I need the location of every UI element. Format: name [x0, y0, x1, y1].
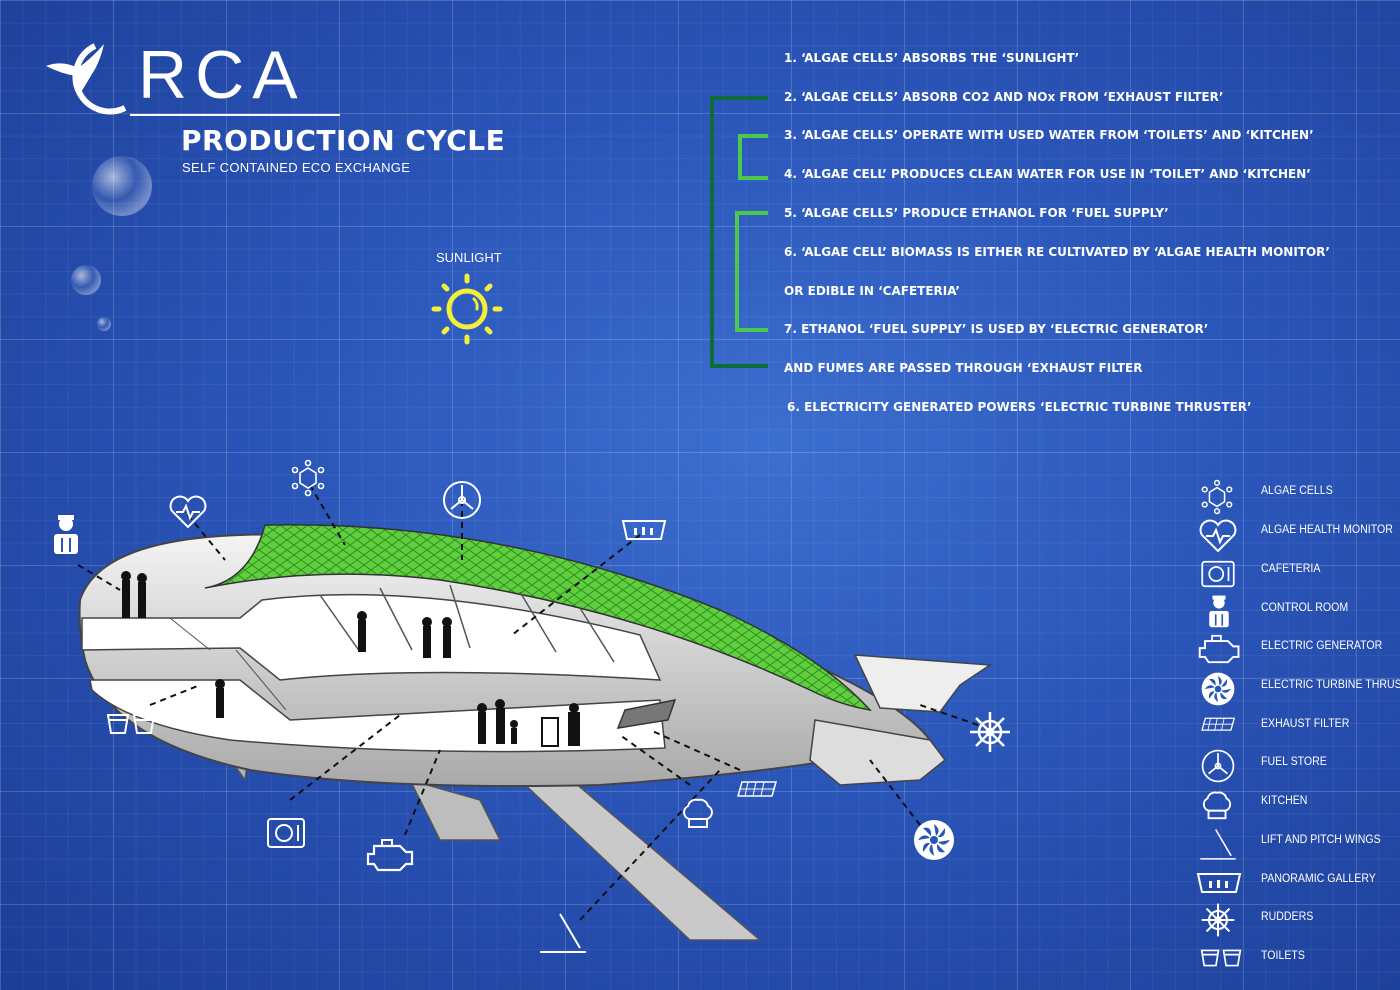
callout-lines: [77, 484, 979, 921]
turbine-icon: [1201, 672, 1235, 706]
bubble-large: [92, 156, 152, 216]
gallery-callout-icon: [621, 520, 667, 540]
legend-label-algae-health-monitor: ALGAE HEALTH MONITOR: [1261, 524, 1393, 536]
bracket-step-3-4: [738, 134, 768, 180]
window-frames: [319, 584, 615, 663]
bracket-outer: [710, 96, 768, 368]
step-6: 6. ‘ALGAE CELL’ BIOMASS IS EITHER RE CUL…: [784, 245, 1330, 259]
wing-callout-icon: [540, 913, 586, 953]
page-subtitle: SELF CONTAINED ECO EXCHANGE: [182, 160, 411, 175]
legend-label-toilets: TOILETS: [1261, 950, 1305, 962]
legend: ALGAE CELLS ALGAE HEALTH MONITOR CAFETER…: [1196, 478, 1400, 978]
logo-wordmark: RCA: [138, 37, 306, 113]
bubbles: [71, 156, 152, 331]
cafeteria-callout-icon: [267, 818, 305, 848]
interior-upper: [81, 593, 662, 681]
step-8: 6. ELECTRICITY GENERATED POWERS ‘ELECTRI…: [787, 400, 1252, 414]
cafeteria-icon: [1201, 560, 1235, 588]
orca-fish-icon: [46, 43, 127, 115]
heart-monitor-callout-icon: [169, 495, 207, 529]
rear-rudder: [853, 654, 993, 713]
generator-callout-icon: [366, 839, 414, 872]
lower-wing-front: [408, 778, 502, 841]
toilets-callout-icon: [106, 714, 156, 734]
legend-label-fuel-store: FUEL STORE: [1261, 756, 1327, 768]
orca-logo: RCA: [40, 37, 340, 120]
cycle-brackets: [710, 96, 768, 368]
step-1: 1. ‘ALGAE CELLS’ ABSORBS THE ‘SUNLIGHT’: [784, 51, 1080, 65]
algae-cells-icon: [1201, 479, 1233, 515]
exhaust-vent: [616, 699, 677, 729]
toilets-icon: [1200, 949, 1242, 967]
legend-label-kitchen: KITCHEN: [1261, 795, 1308, 807]
page-title: PRODUCTION CYCLE: [181, 124, 506, 157]
sun-icon: [431, 273, 503, 345]
algae-cells-callout-icon: [291, 459, 325, 497]
wing-icon: [1200, 829, 1236, 860]
rudder-icon: [1201, 903, 1235, 937]
legend-label-electric-generator: ELECTRIC GENERATOR: [1261, 640, 1383, 652]
legend-label-panoramic-gallery: PANORAMIC GALLERY: [1261, 873, 1376, 885]
kitchen-icon: [1202, 791, 1232, 820]
legend-label-control-room: CONTROL ROOM: [1261, 602, 1349, 614]
bubble-small: [97, 317, 111, 331]
gallery-icon: [1196, 873, 1242, 893]
exhaust-filter-icon: [1201, 717, 1236, 731]
legend-label-cafeteria: CAFETERIA: [1261, 563, 1321, 575]
legend-label-algae-cells: ALGAE CELLS: [1261, 485, 1333, 497]
airship-illustration: [77, 484, 993, 941]
step-3: 3. ‘ALGAE CELLS’ OPERATE WITH USED WATER…: [784, 128, 1314, 142]
step-5: 5. ‘ALGAE CELLS’ PRODUCE ETHANOL FOR ‘FU…: [784, 206, 1169, 220]
step-2: 2. ‘ALGAE CELLS’ ABSORB CO2 AND NOx FROM…: [784, 90, 1224, 104]
control-room-callout-icon: [54, 515, 78, 554]
turbine-callout-icon: [914, 820, 954, 860]
stairs: [169, 617, 287, 711]
legend-label-electric-turbine-thruster: ELECTRIC TURBINE THRUSTER: [1261, 679, 1400, 691]
step-7-continued: AND FUMES ARE PASSED THROUGH ‘EXHAUST FI…: [784, 361, 1143, 375]
exhaust-filter-callout-icon: [737, 781, 777, 797]
generator-icon: [1198, 634, 1240, 664]
bubble-medium: [71, 265, 101, 295]
kitchen-callout-icon: [683, 798, 713, 828]
passenger-silhouettes: [121, 571, 580, 747]
legend-label-exhaust-filter: EXHAUST FILTER: [1261, 718, 1350, 730]
sunlight-label: SUNLIGHT: [436, 250, 502, 265]
logo-underline: [130, 114, 340, 116]
fuel-store-callout-icon: [443, 481, 481, 519]
interior-lower: [89, 679, 666, 753]
fuel-store-icon: [1201, 749, 1235, 783]
algae-roof: [204, 523, 873, 712]
heart-monitor-icon: [1199, 519, 1237, 553]
bracket-step-5-7: [735, 211, 768, 332]
legend-label-rudders: RUDDERS: [1261, 911, 1314, 923]
rudder-callout-icon: [970, 712, 1010, 752]
legend-label-lift-and-pitch-wings: LIFT AND PITCH WINGS: [1261, 834, 1381, 846]
step-6-continued: OR EDIBLE IN ‘CAFETERIA’: [784, 284, 960, 298]
step-7: 7. ETHANOL ‘FUEL SUPPLY’ IS USED BY ‘ELE…: [784, 322, 1209, 336]
control-room-icon: [1209, 595, 1229, 628]
step-4: 4. ‘ALGAE CELL’ PRODUCES CLEAN WATER FOR…: [784, 167, 1311, 181]
rear-thruster: [809, 719, 947, 786]
